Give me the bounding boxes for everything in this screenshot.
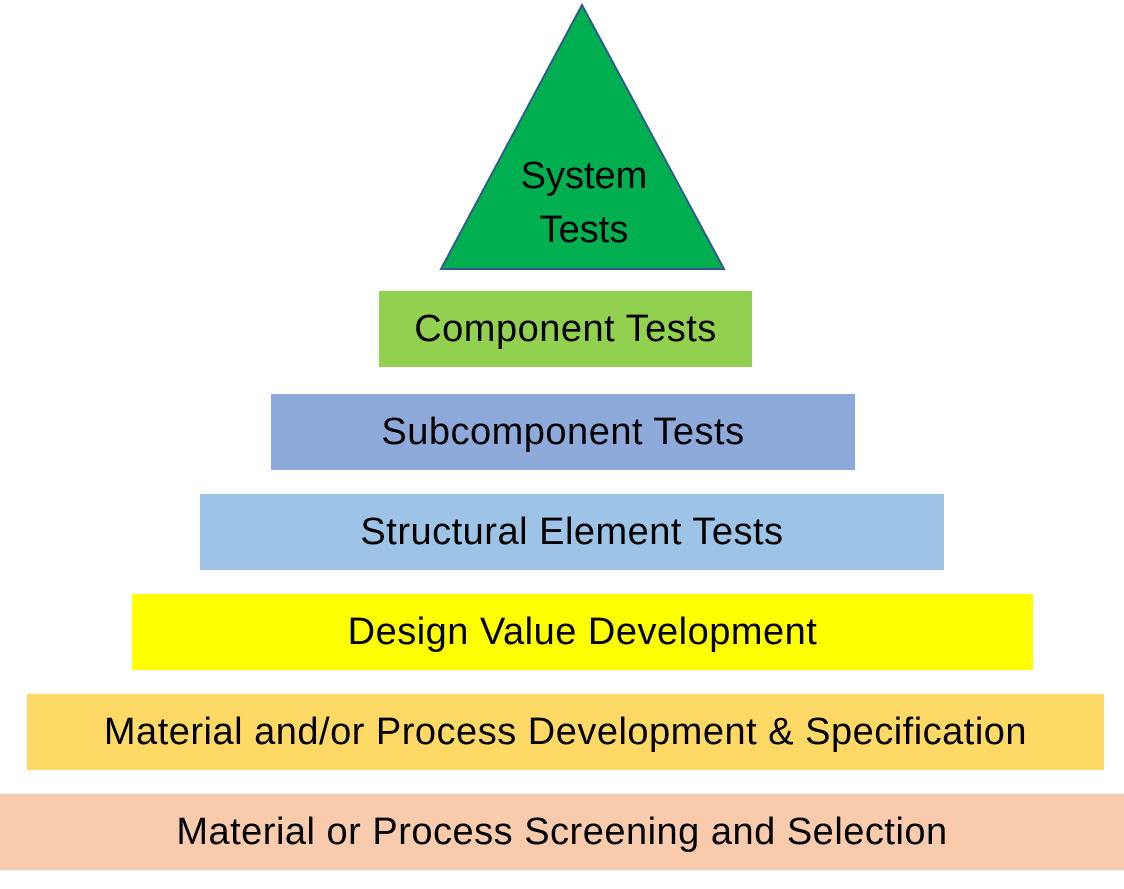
tier-label: Component Tests <box>414 307 717 350</box>
tier-structural-element-tests: Structural Element Tests <box>200 494 944 570</box>
apex-triangle: System Tests <box>439 2 726 270</box>
tier-component-tests: Component Tests <box>379 291 752 367</box>
tier-material-process-screening: Material or Process Screening and Select… <box>0 794 1124 870</box>
tier-label: Design Value Development <box>347 610 818 653</box>
tier-label: Subcomponent Tests <box>381 410 745 453</box>
tier-design-value-development: Design Value Development <box>132 594 1033 670</box>
system-tests-label-line1: System <box>521 155 648 197</box>
tier-material-process-development: Material and/or Process Development & Sp… <box>27 694 1104 770</box>
tier-subcomponent-tests: Subcomponent Tests <box>271 394 855 470</box>
tier-label: Material or Process Screening and Select… <box>176 810 948 853</box>
tier-label: Structural Element Tests <box>360 510 784 553</box>
tier-label: Material and/or Process Development & Sp… <box>103 710 1028 753</box>
system-tests-triangle <box>439 2 726 270</box>
system-tests-label-line2: Tests <box>540 209 629 251</box>
